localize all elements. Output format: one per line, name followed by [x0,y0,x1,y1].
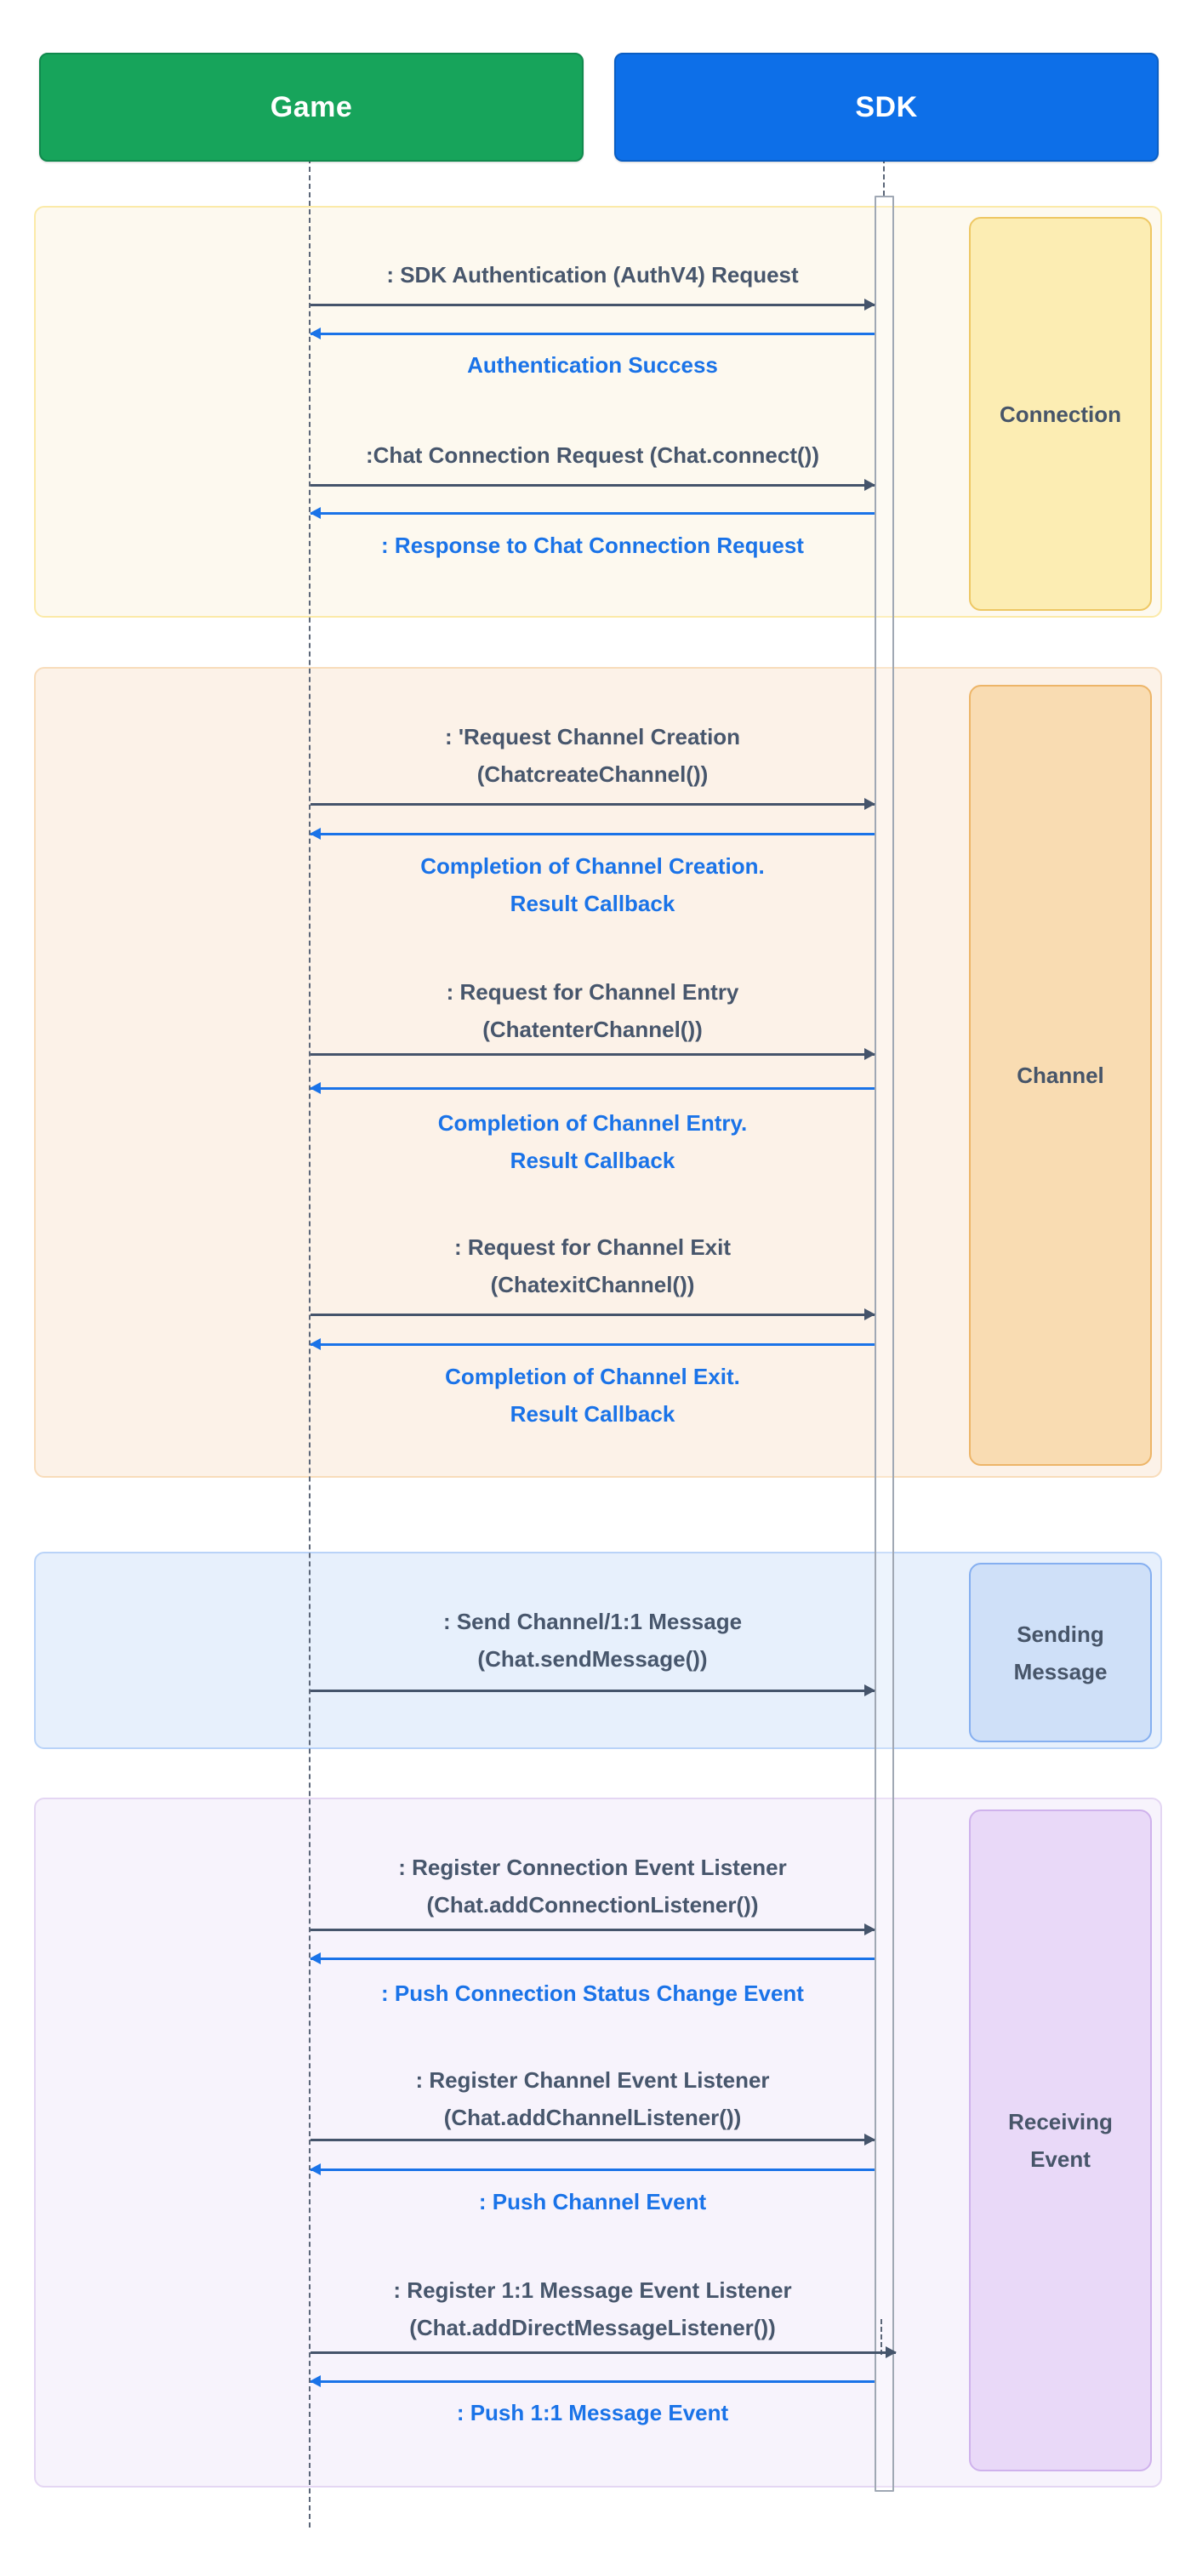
message-line: : 'Request Channel Creation [444,724,741,749]
section-label-text: Sending [1017,1621,1104,1647]
request-arrow [311,2346,897,2358]
section-receiving-event: Receiving Event [34,1798,1162,2488]
actor-sdk: SDK [614,53,1159,162]
message-text: Completion of Channel Entry. Result Call… [311,1104,875,1179]
message-line: (Chat.sendMessage()) [477,1646,708,1672]
message-text: : Response to Chat Connection Request [311,527,875,564]
message-text: : Request for Channel Exit (ChatexitChan… [311,1228,875,1303]
sdk-lifeline [883,158,885,196]
response-arrow [310,1338,875,1350]
section-label-text: Receiving [1008,2109,1113,2134]
message-line: :Chat Connection Request (Chat.connect()… [366,442,819,468]
actor-game: Game [39,53,584,162]
message-line: : Response to Chat Connection Request [381,533,804,558]
section-channel: Channel [34,667,1162,1478]
request-arrow [311,798,875,810]
message-text: : Send Channel/1:1 Message (Chat.sendMes… [311,1603,875,1678]
message-text: : SDK Authentication (AuthV4) Request [311,256,875,294]
section-label-channel: Channel [969,685,1152,1466]
message-text: : 'Request Channel Creation (ChatcreateC… [311,718,875,793]
message-text: : Register Channel Event Listener (Chat.… [311,2061,875,2136]
message-line: (ChatcreateChannel()) [476,761,709,787]
message-text: : Register Connection Event Listener (Ch… [311,1849,875,1923]
request-arrow [311,299,875,311]
message-text: : Push 1:1 Message Event [311,2394,875,2431]
section-label-text: Event [1030,2146,1091,2172]
message-line: (Chat.addChannelListener()) [443,2105,742,2130]
actor-game-label: Game [270,90,353,123]
message-text: : Push Connection Status Change Event [311,1975,875,2012]
message-line: : Register 1:1 Message Event Listener [393,2277,792,2303]
message-line: Completion of Channel Exit. [445,1364,740,1389]
message-line: : Request for Channel Exit [453,1234,732,1260]
section-label-connection: Connection [969,217,1152,611]
message-line: Completion of Channel Entry. [437,1110,748,1136]
response-arrow [310,1952,875,1964]
message-text: Authentication Success [311,346,875,384]
message-text: : Push Channel Event [311,2183,875,2220]
message-text: : Request for Channel Entry (ChatenterCh… [311,973,875,1048]
message-line: : Send Channel/1:1 Message [442,1609,743,1634]
request-arrow [311,1923,875,1935]
request-arrow [311,1308,875,1320]
message-line: : Push 1:1 Message Event [456,2400,729,2425]
message-line: Authentication Success [467,352,718,378]
message-line: Result Callback [510,1148,675,1173]
request-arrow [311,479,875,491]
message-line: Result Callback [510,891,675,916]
message-line: : Push Channel Event [478,2189,707,2214]
message-line: Completion of Channel Creation. [420,853,765,879]
message-text: :Chat Connection Request (Chat.connect()… [311,436,875,474]
sdk-lifeline-fragment [880,2319,882,2355]
message-line: (ChatenterChannel()) [482,1017,703,1042]
section-sending-message: Sending Message [34,1552,1162,1749]
section-label-text: Connection [1000,401,1121,427]
response-arrow [310,507,875,519]
section-label-sending-message: Sending Message [969,1563,1152,1742]
response-arrow [310,828,875,840]
message-text: : Register 1:1 Message Event Listener (C… [311,2271,875,2346]
message-line: (ChatexitChannel()) [490,1272,695,1297]
message-text: Completion of Channel Exit. Result Callb… [311,1358,875,1433]
message-line: (Chat.addDirectMessageListener()) [409,2315,776,2340]
section-label-text: Message [1013,1658,1108,1684]
section-label-text: Channel [1017,1063,1104,1088]
message-line: : Request for Channel Entry [446,979,739,1005]
actor-sdk-label: SDK [855,90,918,123]
message-line: : Register Connection Event Listener [398,1855,787,1880]
request-arrow [311,1684,875,1696]
message-line: (Chat.addConnectionListener()) [426,1892,759,1918]
section-connection: Connection [34,206,1162,618]
message-line: Result Callback [510,1401,675,1427]
message-line: : SDK Authentication (AuthV4) Request [386,262,799,288]
response-arrow [310,2375,875,2387]
message-line: : Register Channel Event Listener [415,2067,770,2093]
response-arrow [310,2163,875,2175]
request-arrow [311,1048,875,1060]
response-arrow [310,328,875,339]
sdk-activation-bar [875,196,894,2492]
response-arrow [310,1082,875,1094]
section-label-receiving-event: Receiving Event [969,1809,1152,2471]
request-arrow [311,2134,875,2146]
message-text: Completion of Channel Creation. Result C… [311,847,875,922]
message-line: : Push Connection Status Change Event [381,1980,804,2006]
